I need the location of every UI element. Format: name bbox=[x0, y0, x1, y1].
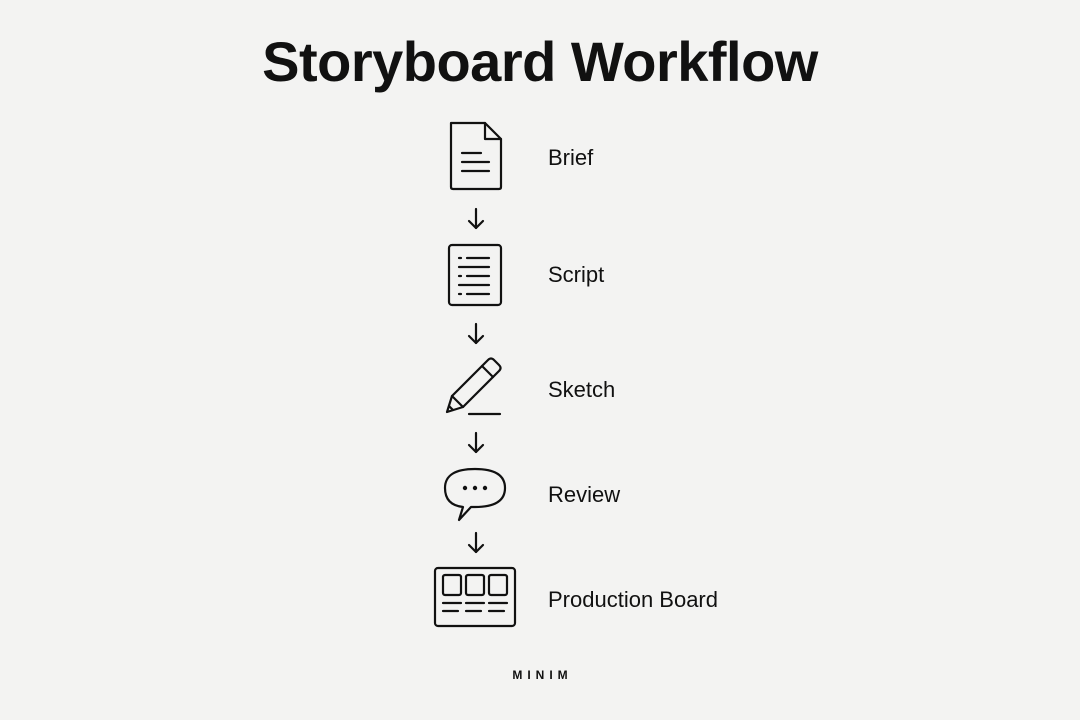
page-title: Storyboard Workflow bbox=[262, 30, 818, 93]
script-list-icon bbox=[447, 243, 503, 307]
step-label-sketch: Sketch bbox=[548, 377, 616, 402]
storyboard-panels-icon bbox=[433, 566, 517, 628]
step-label-production-board: Production Board bbox=[548, 587, 718, 612]
document-icon bbox=[449, 121, 503, 191]
step-label-review: Review bbox=[548, 482, 621, 507]
pencil-icon bbox=[443, 356, 503, 418]
speech-bubble-icon bbox=[443, 467, 507, 523]
step-label-brief: Brief bbox=[548, 145, 594, 170]
arrow-down-icon bbox=[466, 431, 486, 455]
arrow-down-icon bbox=[466, 531, 486, 555]
step-label-script: Script bbox=[548, 262, 605, 287]
brand-wordmark: MINIM bbox=[512, 668, 573, 682]
arrow-down-icon bbox=[466, 207, 486, 231]
arrow-down-icon bbox=[466, 322, 486, 346]
